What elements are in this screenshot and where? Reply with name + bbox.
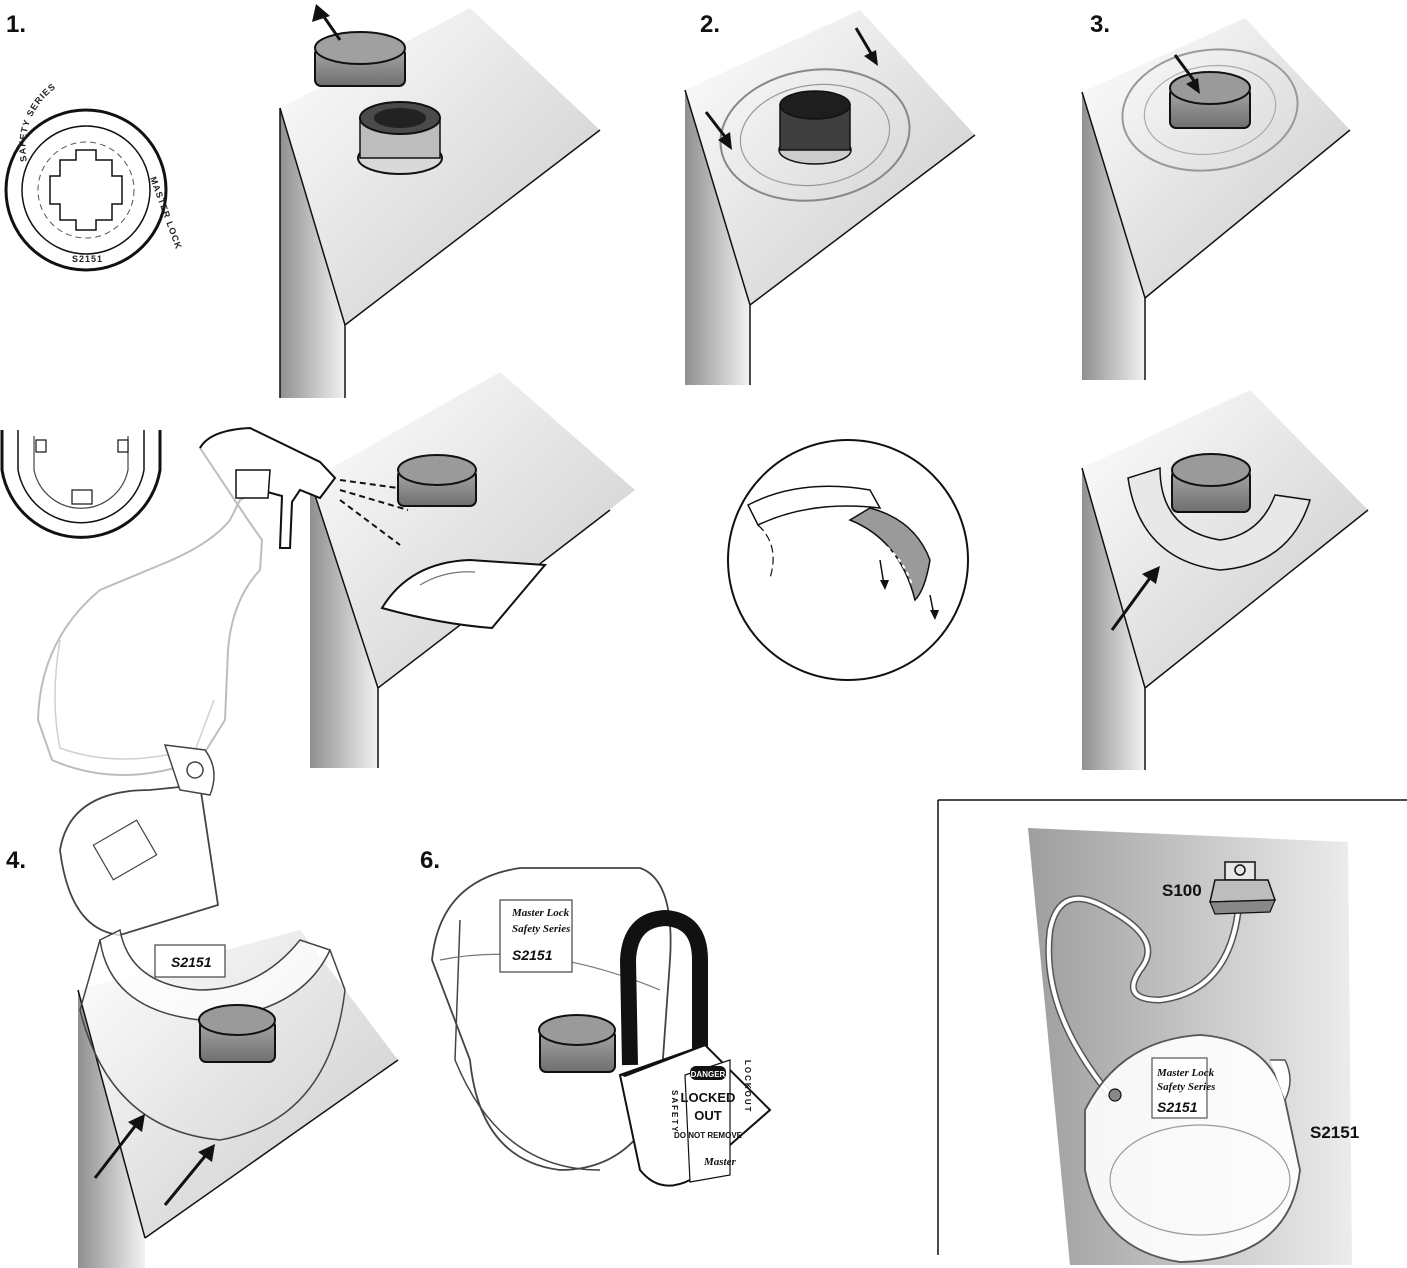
ring-model-text: S2151 [72,254,103,264]
cover-brand-text: Master Lock [511,907,570,919]
step-6-number: 6. [420,847,440,874]
s2151-label: S2151 [1310,1123,1359,1142]
padlock-do-not-remove-text: DO NOT REMOVE [674,1131,743,1140]
step-3-number: 3. [1090,11,1110,38]
s100-label: S100 [1162,881,1202,900]
tethered-cover: Master Lock Safety Series S2151 [1084,1034,1301,1263]
arrow-press-right-icon [854,27,878,66]
arrow-place-icon [1110,566,1160,631]
filler-neck [357,101,443,175]
half-ring-placed [1127,453,1311,571]
backing-peel-detail [727,439,969,681]
step-1-box [279,8,601,398]
cap-under-cover [198,1004,276,1063]
half-label-ring [0,430,162,539]
cap-reinstalled [1121,48,1299,172]
padlock-danger-text: DANGER [691,1070,726,1079]
spray-bottle-icon [36,426,337,776]
cap-being-cleaned [397,454,477,507]
spray-lines [339,479,409,546]
padlock-out-text: OUT [694,1108,722,1123]
arrow-down-icon [1173,54,1200,94]
arrow-up-icon [312,4,342,41]
arrow-press-left-icon [704,111,732,150]
step-2-number: 2. [700,11,720,38]
step-5b-box [1081,390,1369,770]
safety-padlock: DANGER LOCKED OUT DO NOT REMOVE SAFETY L… [618,909,772,1187]
step-3-box [1081,18,1351,380]
inset-cover-brand-text: Master Lock [1156,1067,1215,1079]
cover-model-text-step4: S2151 [171,954,212,970]
arrow-press-cover-left-icon [93,1114,145,1179]
step-4-number: 4. [6,847,26,874]
label-ring-full: SAFETY SERIES S2151 MASTER LOCK [4,81,184,272]
cover-series-text: Safety Series [512,923,570,935]
step-1-number: 1. [6,11,26,38]
tether-cable [1045,879,1244,1098]
cover-open: S2151 [59,744,346,1141]
cleaning-wipe-icon [380,558,548,630]
padlock-locked-text: LOCKED [681,1090,736,1105]
label-ring-placed [719,68,911,202]
padlock-lockout-text: LOCKOUT [743,1060,752,1114]
padlock-safety-text: SAFETY [670,1090,679,1134]
inset-cover-model-text: S2151 [1157,1099,1198,1115]
padlock-brand-text: Master [703,1156,737,1168]
fuel-cap [314,31,406,87]
s100-tag-icon [1209,861,1277,915]
cover-model-text: S2151 [512,947,553,963]
inset-cover-series-text: Safety Series [1157,1081,1215,1093]
arrow-press-cover-right-icon [163,1144,215,1206]
